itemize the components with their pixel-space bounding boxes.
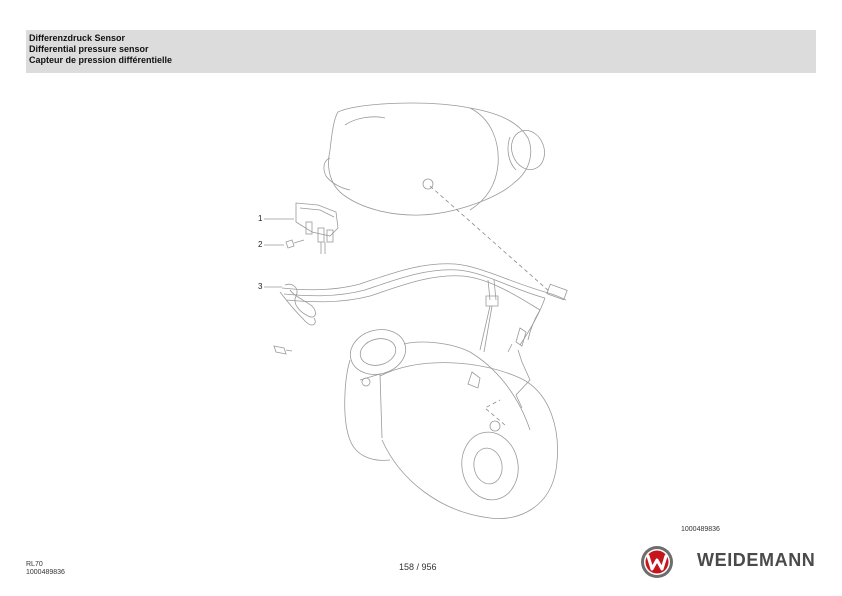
sensor-bracket: [295, 202, 339, 254]
bolt: [285, 239, 305, 249]
hose-assembly: [279, 263, 568, 409]
page-number: 158 / 956: [399, 562, 437, 572]
weidemann-logo-icon: [641, 546, 673, 578]
lower-housing: [344, 329, 558, 519]
page-header: Differenzdruck Sensor Differential press…: [26, 30, 816, 73]
callout-1: 1: [258, 214, 263, 223]
document-number: 1000489836: [26, 569, 65, 576]
model-label: RL70: [26, 561, 43, 568]
small-fittings: [273, 345, 293, 355]
title-german: Differenzdruck Sensor: [29, 33, 126, 43]
brand-name: WEIDEMANN: [697, 550, 816, 570]
upper-housing: [323, 102, 545, 216]
title-english: Differential pressure sensor: [29, 44, 149, 54]
callout-3: 3: [258, 282, 263, 291]
callout-2: 2: [258, 240, 263, 249]
title-french: Capteur de pression différentielle: [29, 55, 173, 65]
drawing-number: 1000489836: [681, 526, 720, 533]
footer-left: RL70 1000489836: [26, 561, 65, 577]
